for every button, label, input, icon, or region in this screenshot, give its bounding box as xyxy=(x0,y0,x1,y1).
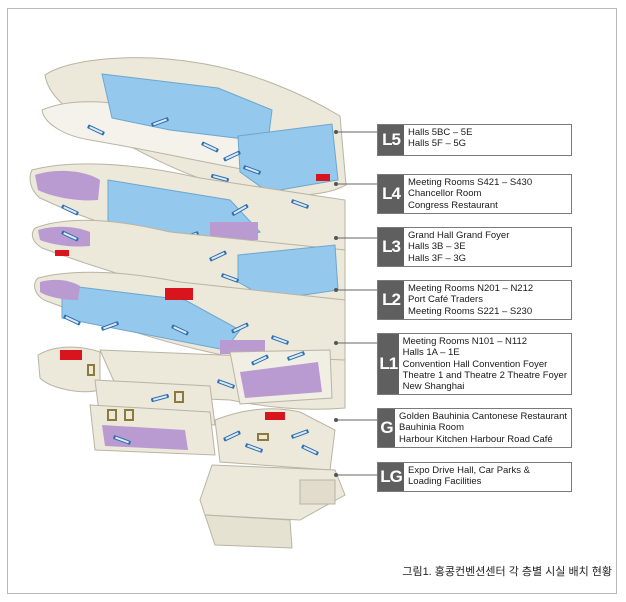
level-line: Meeting Rooms S221 – S230 xyxy=(408,305,533,317)
figure-caption: 그림1. 홍콩컨벤션센터 각 층별 시실 배치 현황 xyxy=(402,566,612,578)
level-label-g: G Golden Bauhinia Cantonese Restaurant B… xyxy=(377,408,572,448)
level-line: Halls 3B – 3E xyxy=(408,241,466,253)
level-label-l5: L5 Halls 5BC – 5E Halls 5F – 5G xyxy=(377,124,572,156)
level-line: Halls 5F – 5G xyxy=(408,138,467,150)
level-label-l1: L1 Meeting Rooms N101 – N112 Halls 1A – … xyxy=(377,333,572,395)
level-line: Expo Drive Hall, Car Parks & xyxy=(408,465,530,476)
level-line: Loading Facilities xyxy=(408,476,482,488)
level-line: Harbour Kitchen Harbour Road Café xyxy=(399,433,553,445)
floor-l5 xyxy=(41,57,347,196)
level-line: Halls 1A – 1E xyxy=(402,347,460,359)
level-label-l3: L3 Grand Hall Grand Foyer Halls 3B – 3E … xyxy=(377,227,572,267)
level-line: Congress Restaurant xyxy=(408,199,498,211)
level-line: Bauhinia Room xyxy=(399,422,465,434)
level-line: Meeting Rooms S421 – S430 xyxy=(408,177,533,188)
label-connectors xyxy=(334,130,377,477)
level-tag: LG xyxy=(378,463,404,491)
level-label-l2: L2 Meeting Rooms N201 – N212 Port Café T… xyxy=(377,280,572,320)
level-line: Chancellor Room xyxy=(408,188,482,200)
level-line: Port Café Traders xyxy=(408,294,483,306)
level-line: Halls 3F – 3G xyxy=(408,252,467,264)
level-label-lg: LG Expo Drive Hall, Car Parks & Loading … xyxy=(377,462,572,492)
level-tag: L4 xyxy=(378,175,404,213)
level-tag: L2 xyxy=(378,281,404,319)
level-line: New Shanghai xyxy=(402,381,465,393)
level-line: Meeting Rooms N101 – N112 xyxy=(402,336,528,347)
level-line: Halls 5BC – 5E xyxy=(408,127,473,138)
level-tag: L3 xyxy=(378,228,404,266)
level-tag: G xyxy=(378,409,396,447)
level-tag: L1 xyxy=(378,334,399,394)
level-line: Golden Bauhinia Cantonese Restaurant xyxy=(399,411,567,422)
level-line: Grand Hall Grand Foyer xyxy=(408,230,510,241)
level-line: Theatre 1 and Theatre 2 Theatre Foyer xyxy=(402,369,567,381)
level-line: Convention Hall Convention Foyer xyxy=(402,358,548,370)
floor-l3 xyxy=(31,219,346,314)
floor-lg xyxy=(199,464,346,549)
level-label-l4: L4 Meeting Rooms S421 – S430 Chancellor … xyxy=(377,174,572,214)
level-line: Meeting Rooms N201 – N212 xyxy=(408,283,534,294)
floor-g xyxy=(89,404,336,471)
level-tag: L5 xyxy=(378,125,404,155)
